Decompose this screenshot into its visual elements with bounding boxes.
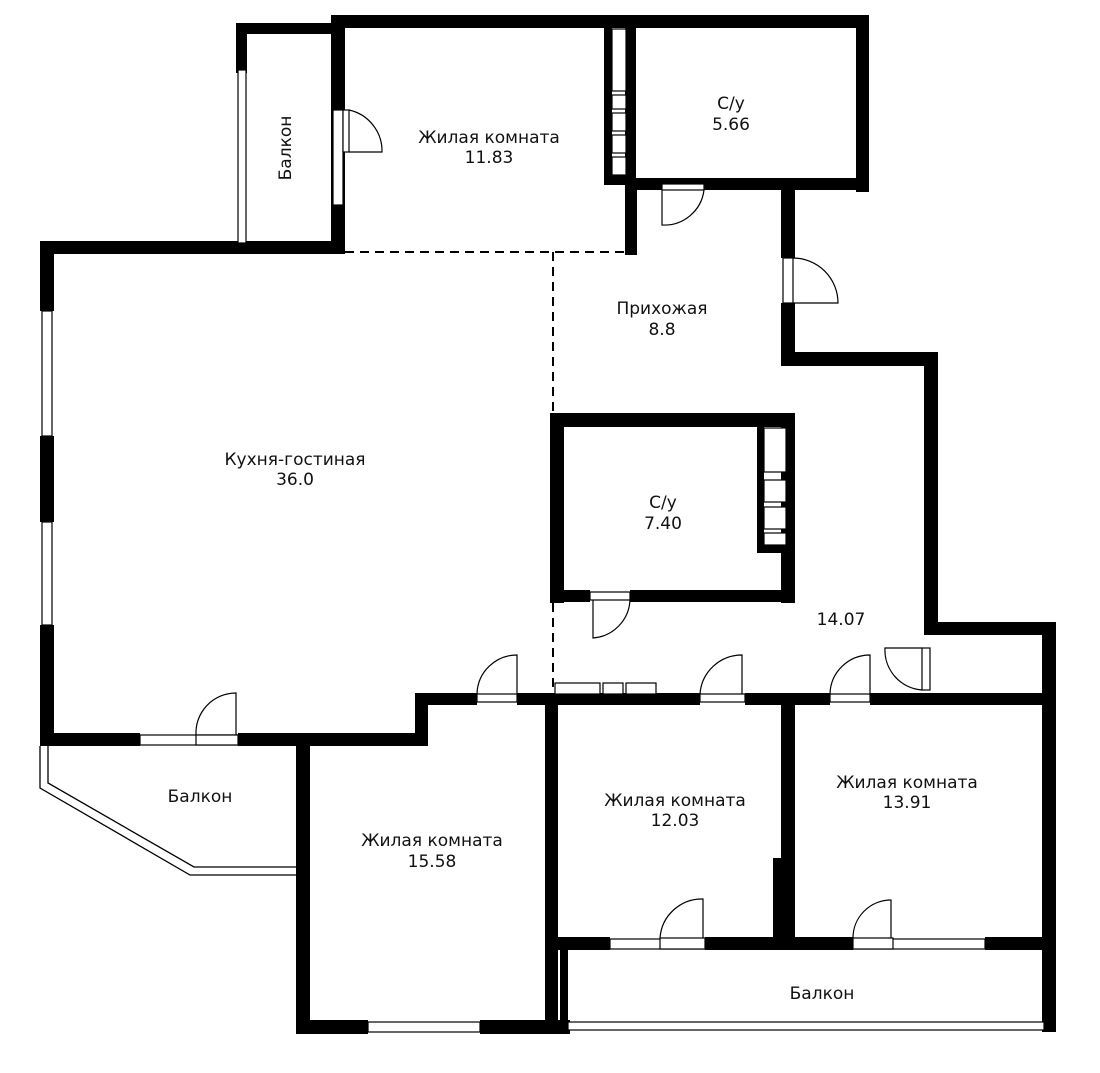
room-name-balcony-2: Балкон <box>168 787 233 807</box>
room-name-bath-2: С/у <box>649 493 677 513</box>
room-area-kitchen: 36.0 <box>276 470 314 490</box>
walls <box>40 15 1056 1034</box>
room-area-bath-2: 7.40 <box>644 514 682 534</box>
room-area-corridor: 14.07 <box>817 610 866 630</box>
room-area-living-4: 13.91 <box>883 793 932 813</box>
doors <box>195 109 931 950</box>
room-area-living-2: 15.58 <box>408 852 457 872</box>
room-area-living-1: 11.83 <box>465 148 514 168</box>
room-name-kitchen: Кухня-гостиная <box>224 450 365 470</box>
room-name-living-4: Жилая комната <box>836 773 978 793</box>
room-name-hallway: Прихожая <box>616 299 707 319</box>
room-area-living-3: 12.03 <box>651 811 700 831</box>
open-boundaries <box>345 251 625 693</box>
balcony-outline <box>39 746 296 876</box>
door[interactable] <box>659 898 706 950</box>
door[interactable] <box>884 647 931 691</box>
labels: Жилая комната 11.83 С/у 5.66 Балкон Прих… <box>168 94 978 1004</box>
door[interactable] <box>782 257 839 304</box>
room-name-balcony-1: Балкон <box>276 116 296 181</box>
windows <box>41 28 1045 1033</box>
door[interactable] <box>661 183 705 226</box>
door[interactable] <box>852 899 894 950</box>
room-area-bath-1: 5.66 <box>712 115 750 135</box>
room-name-living-1: Жилая комната <box>418 128 560 148</box>
room-area-hallway: 8.8 <box>648 320 675 340</box>
room-name-bath-1: С/у <box>717 94 745 114</box>
room-name-living-2: Жилая комната <box>361 831 503 851</box>
room-name-balcony-3: Балкон <box>790 984 855 1004</box>
room-name-living-3: Жилая комната <box>604 791 746 811</box>
door[interactable] <box>476 654 518 703</box>
door[interactable] <box>195 692 239 746</box>
door[interactable] <box>342 109 383 153</box>
door[interactable] <box>699 654 746 703</box>
door[interactable] <box>829 654 871 703</box>
door[interactable] <box>589 591 631 639</box>
